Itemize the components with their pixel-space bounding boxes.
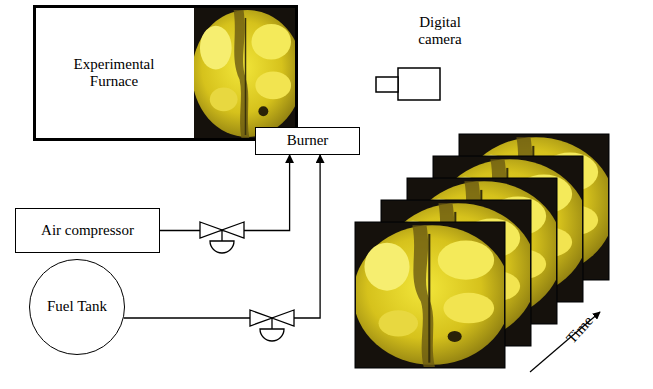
camera-icon (376, 68, 440, 100)
tank-circle: Fuel Tank (29, 259, 125, 355)
node-text: Burner (287, 132, 329, 149)
camera-label: Digital camera (404, 14, 476, 49)
text-area: Experimental Furnace (44, 8, 184, 138)
axis-label: Time (557, 306, 603, 355)
process-box: Air compressor (15, 208, 160, 253)
furnace-box: Experimental Furnace (33, 5, 298, 141)
node-text: Air compressor (41, 222, 134, 239)
burner-box: Burner (255, 127, 360, 155)
pipe-connector (160, 155, 290, 231)
node-text: Experimental Furnace (49, 56, 179, 91)
valve-symbol (250, 310, 294, 341)
flame-image (192, 8, 303, 139)
valve-symbol (200, 222, 244, 253)
node-text: Fuel Tank (47, 298, 107, 315)
image-frames (353, 134, 615, 368)
